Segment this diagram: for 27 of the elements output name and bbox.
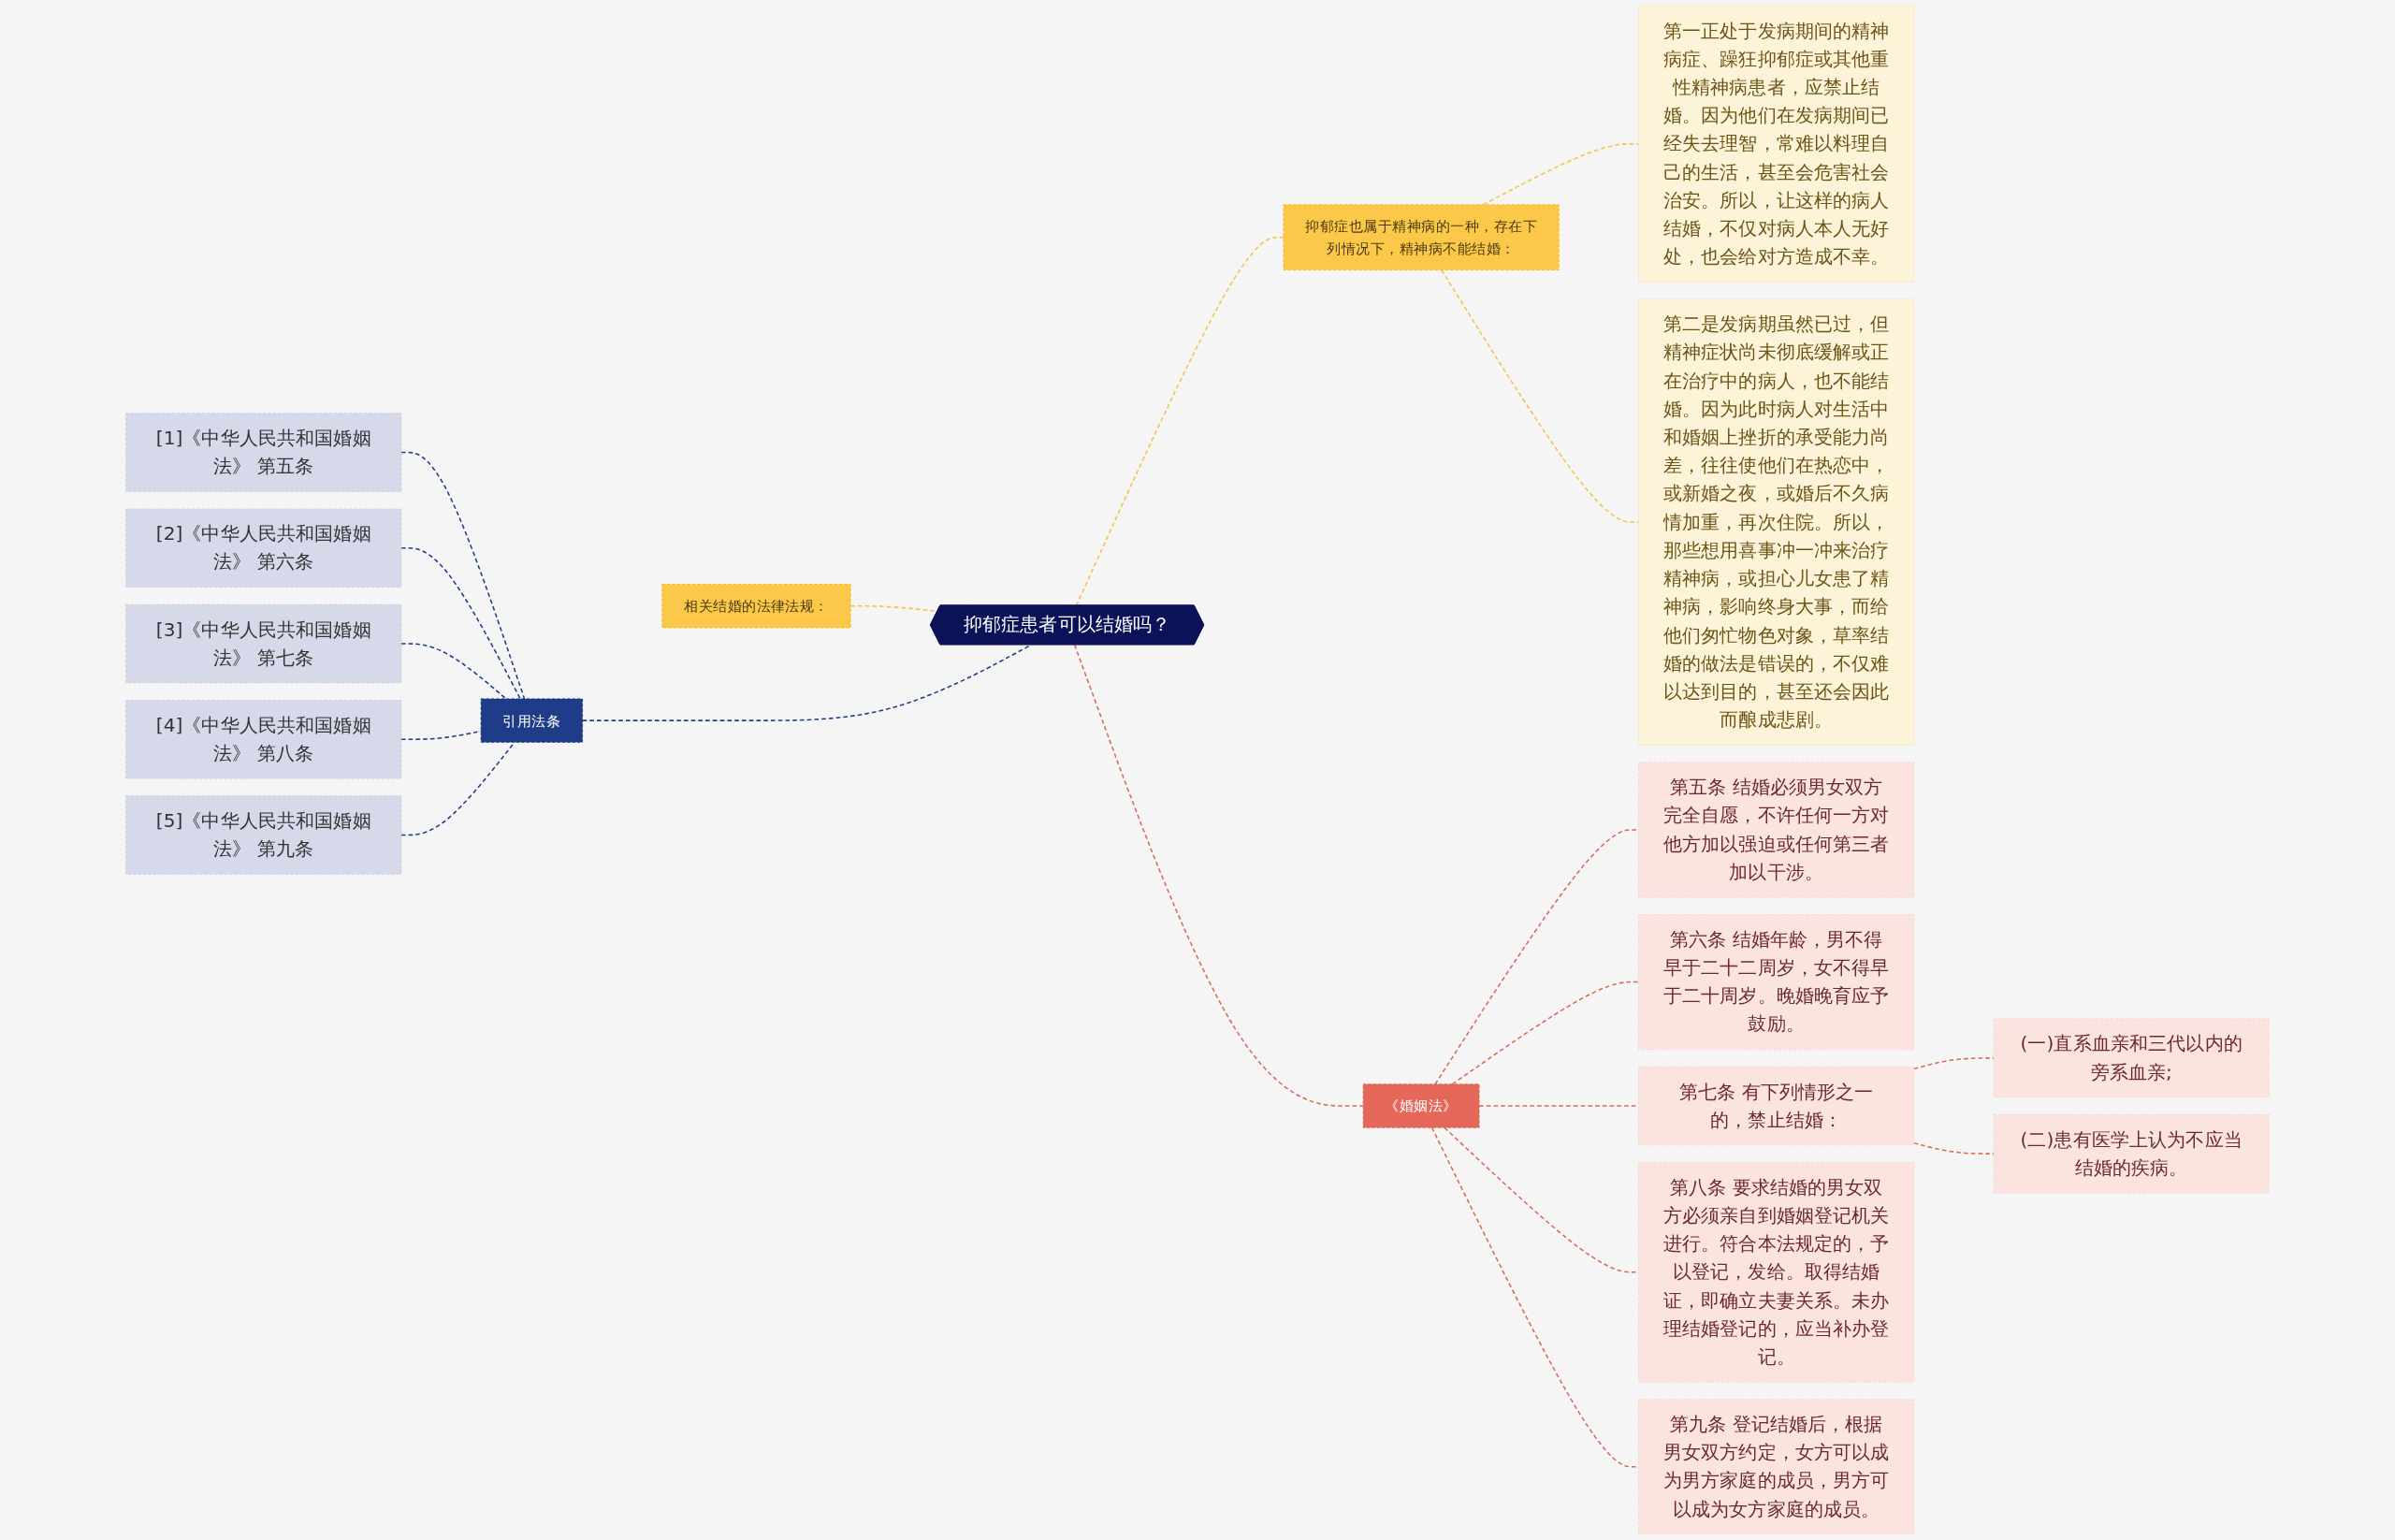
connector bbox=[1073, 644, 1364, 1107]
connector bbox=[1434, 829, 1640, 1085]
node-box: [1]《中华人民共和国婚姻法》 第五条 bbox=[125, 413, 402, 492]
node-box: 第一正处于发病期间的精神病症、躁狂抑郁症或其他重性精神病患者，应禁止结婚。因为他们在发病期间已经失去理智，常难以料理自己的生活，甚至会危害社会治安。所以，让这样的病人结婚，不仅对病人本人无好处，也会给对方造成不幸。 bbox=[1638, 5, 1915, 283]
node-box: [4]《中华人民共和国婚姻法》 第八条 bbox=[125, 700, 402, 779]
connector bbox=[400, 547, 521, 700]
node-box: 引用法条 bbox=[480, 698, 583, 743]
node-box: 抑郁症也属于精神病的一种，存在下列情况下，精神病不能结婚： bbox=[1283, 204, 1560, 270]
node-box: [3]《中华人民共和国婚姻法》 第七条 bbox=[125, 603, 402, 684]
node-box: 第二是发病期虽然已过，但精神症状尚未彻底缓解或正在治疗中的病人，也不能结婚。因为此时病人对生活中和婚姻上挫折的承受能力尚差，往往使他们在热恋中，或新婚之夜，或婚后不久病情加重，再次住院。所以，那些想用喜事冲一冲来治疗精神病，或担心儿女患了精神病，影响终身大事，而给他们匆忙物色对象，草率结婚的做法是错误的，不仅难以达到目的，甚至还会因此而酿成悲剧。 bbox=[1638, 298, 1915, 746]
node-box: 第九条 登记结婚后，根据男女双方约定，女方可以成为男方家庭的成员，男方可以成为女方家庭的成员。 bbox=[1638, 1399, 1915, 1535]
node-box: [5]《中华人民共和国婚姻法》 第九条 bbox=[125, 795, 402, 875]
node-box: 第五条 结婚必须男女双方完全自愿，不许任何一方对他方加以强迫或任何第三者加以干涉。 bbox=[1638, 762, 1915, 898]
node-box: (二)患有医学上认为不应当结婚的疾病。 bbox=[1993, 1113, 2270, 1194]
connector bbox=[400, 451, 526, 700]
node-box: (一)直系血亲和三代以内的旁系血亲; bbox=[1993, 1018, 2270, 1098]
connector bbox=[1913, 1141, 1995, 1155]
node-box: 《婚姻法》 bbox=[1362, 1083, 1480, 1128]
connector bbox=[1451, 981, 1640, 1085]
connector bbox=[400, 643, 507, 700]
node-box: 第八条 要求结婚的男女双方必须亲自到婚姻登记机关进行。符合本法规定的，予以登记，发给。取得结婚证，即确立夫妻关系。未办理结婚登记的，应当补办登记。 bbox=[1638, 1162, 1915, 1383]
connector bbox=[1482, 143, 1640, 206]
node-box: [2]《中华人民共和国婚姻法》 第六条 bbox=[125, 508, 402, 588]
node-box: 相关结婚的法律法规： bbox=[661, 584, 851, 629]
connector bbox=[1913, 1057, 1995, 1070]
node-box: 第六条 结婚年龄，男不得早于二十二周岁，女不得早于二十周岁。晚婚晚育应予鼓励。 bbox=[1638, 914, 1915, 1050]
node-box: 第七条 有下列情形之一的，禁止结婚： bbox=[1638, 1066, 1915, 1146]
